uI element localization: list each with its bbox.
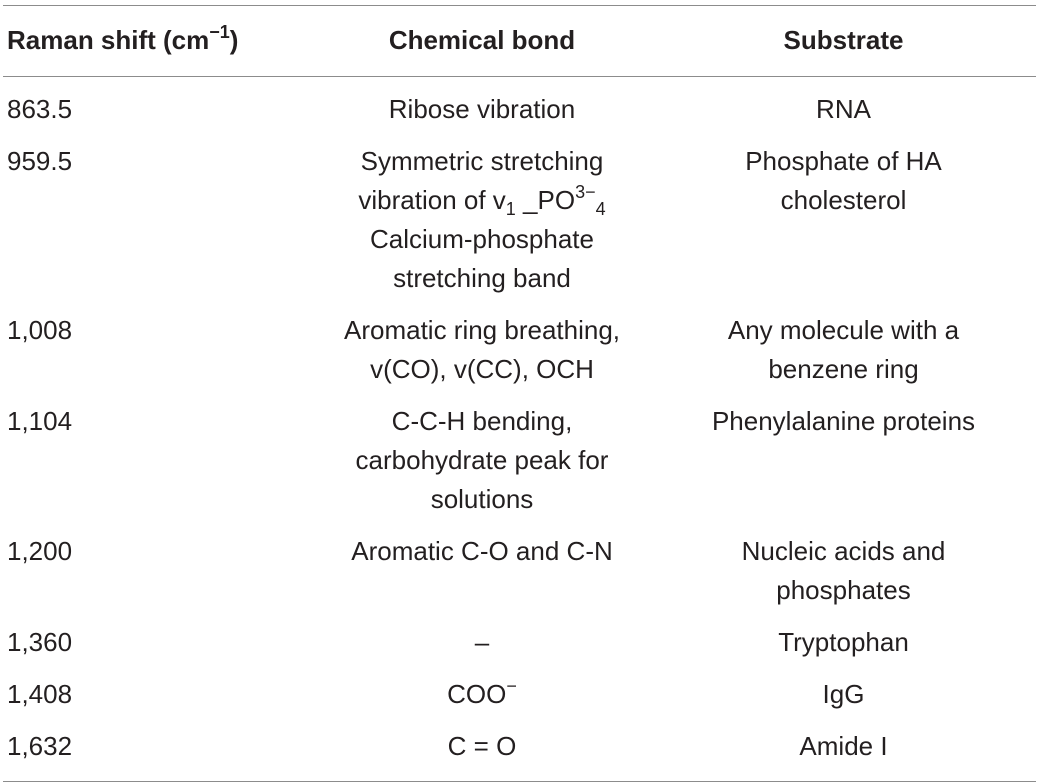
cell-raman-shift: 959.5 [7, 146, 73, 176]
top-rule [3, 5, 1036, 6]
cell-substrate: IgG [822, 679, 865, 709]
cell-substrate: Amide I [799, 731, 888, 761]
cell-raman-shift: 1,408 [7, 679, 73, 709]
raman-shift-table: Raman shift (cm−1) Chemical bond Substra… [3, 6, 1036, 76]
cell-chemical-bond: Aromatic ring breathing, v(CO), v(CC), O… [343, 315, 621, 384]
header-substrate: Substrate [783, 25, 904, 55]
cell-substrate: RNA [816, 94, 871, 124]
cell-substrate: Phenylalanine proteins [711, 406, 976, 436]
table-row: 1,008 Aromatic ring breathing, v(CO), v(… [3, 301, 1036, 392]
cell-substrate: Phosphate of HA cholesterol [745, 146, 942, 215]
cell-raman-shift: 1,632 [7, 731, 73, 761]
cell-raman-shift: 1,104 [7, 406, 73, 436]
cell-substrate: Any molecule with a benzene ring [727, 315, 960, 384]
cell-chemical-bond: C = O [447, 731, 517, 761]
table-row: 863.5 Ribose vibration RNA [3, 77, 1036, 132]
cell-substrate: Tryptophan [778, 627, 909, 657]
table-row: 1,360 – Tryptophan [3, 613, 1036, 665]
table-row: 959.5 Symmetric stretching vibration of … [3, 132, 1036, 301]
cell-chemical-bond: Ribose vibration [388, 94, 576, 124]
table-row: 1,408 COO− IgG [3, 665, 1036, 717]
header-rule [3, 76, 1036, 77]
cell-chemical-bond: Aromatic C-O and C-N [351, 536, 613, 566]
table-row: 1,632 C = O Amide I [3, 717, 1036, 781]
cell-raman-shift: 1,200 [7, 536, 73, 566]
header-chemical-bond: Chemical bond [388, 25, 576, 55]
table-row: 1,104 C-C-H bending, carbohydrate peak f… [3, 392, 1036, 522]
cell-raman-shift: 863.5 [7, 94, 73, 124]
table-row: 1,200 Aromatic C-O and C-N Nucleic acids… [3, 522, 1036, 613]
cell-chemical-bond: Symmetric stretching vibration of v1 _PO… [358, 146, 606, 293]
header-row: Raman shift (cm−1) Chemical bond Substra… [3, 6, 1036, 76]
cell-raman-shift: 1,008 [7, 315, 73, 345]
cell-raman-shift: 1,360 [7, 627, 73, 657]
raman-shift-table-body: 863.5 Ribose vibration RNA 959.5 Symmetr… [3, 77, 1036, 781]
cell-chemical-bond: C-C-H bending, carbohydrate peak for sol… [355, 406, 609, 514]
cell-chemical-bond: – [474, 627, 490, 657]
header-raman-shift: Raman shift (cm−1) [7, 22, 239, 55]
cell-chemical-bond: COO− [447, 676, 517, 709]
cell-substrate: Nucleic acids and phosphates [741, 536, 946, 605]
raman-table-container: Raman shift (cm−1) Chemical bond Substra… [3, 0, 1036, 782]
